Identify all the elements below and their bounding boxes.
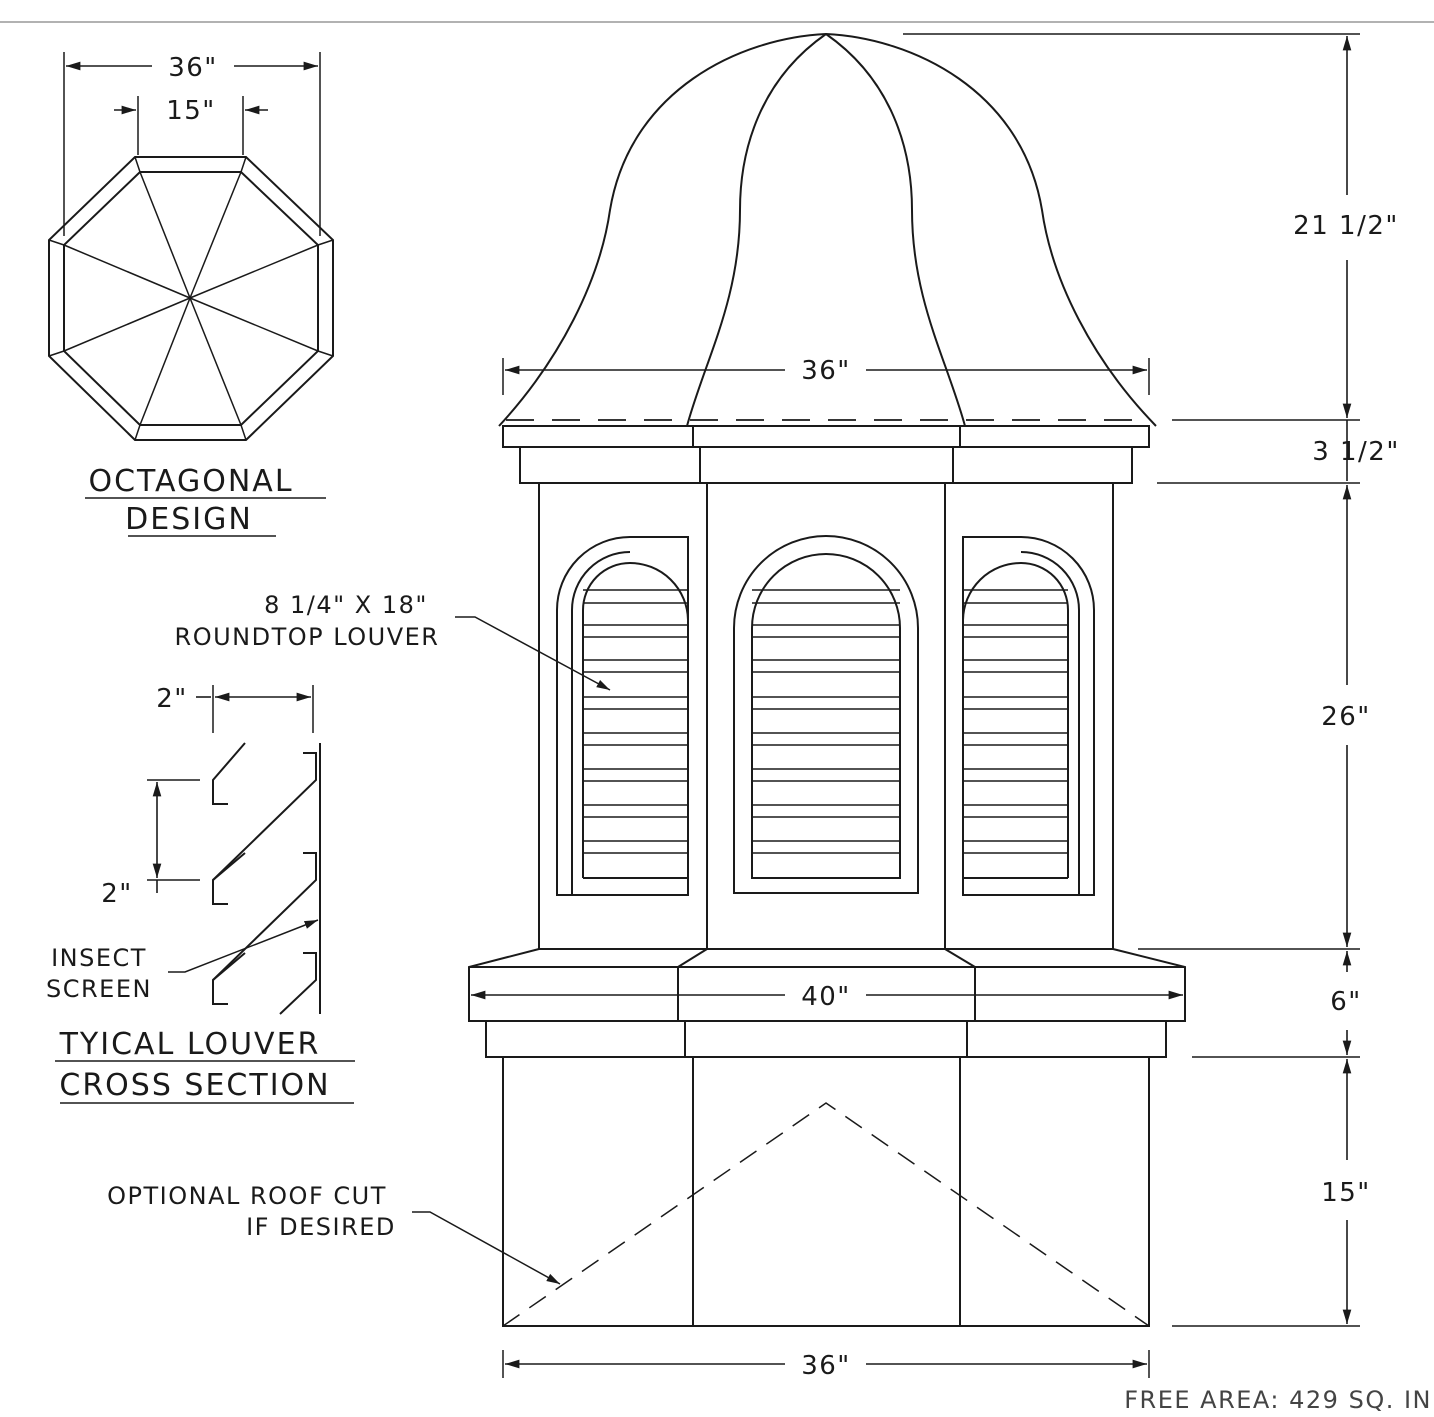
base-trim-width-dim: 40" [801,982,851,1012]
octagon-title-line2: DESIGN [125,502,253,537]
cross-section-title-line2: CROSS SECTION [59,1068,330,1103]
octagon-title-line1: OCTAGONAL [88,464,293,499]
roof-height-dim: 21 1/2" [1293,211,1399,241]
octagon-dim-inner: 15" [166,96,216,126]
free-area-note: FREE AREA: 429 SQ. IN [1124,1386,1432,1414]
louver-cross-section [147,685,321,1015]
cupola-louver-section [538,482,1114,950]
roof-cut-leader [412,1211,561,1285]
cap-height-dim: 3 1/2" [1312,437,1400,467]
cupola-base-trim [468,948,1186,1058]
louver-section-height-dim: 26" [1321,702,1371,732]
trim-height-dim: 6" [1330,987,1362,1017]
cross-section-dim-side: 2" [101,879,133,909]
base-width-dim: 36" [801,1351,851,1381]
base-height-dim: 15" [1321,1178,1371,1208]
roof-cut-line2: IF DESIRED [246,1213,396,1241]
octagon-dim-outer: 36" [168,53,218,83]
octagon-plan [48,52,334,441]
louver-left [556,536,689,896]
insect-screen-line2: SCREEN [46,975,152,1003]
louver-center [733,535,919,894]
dimension-lines [471,33,1360,1378]
roof-width-dim: 36" [801,356,851,386]
louver-note-line2: ROUNDTOP LOUVER [175,623,440,651]
louver-leader [455,616,611,691]
cross-section-title-line1: TYICAL LOUVER [59,1027,321,1062]
cupola-roof [498,32,1157,427]
roof-cut-line1: OPTIONAL ROOF CUT [107,1182,387,1210]
cupola-cap [502,425,1150,484]
louver-right [962,536,1095,896]
cross-section-dim-top: 2" [156,684,188,714]
louver-note-line1: 8 1/4" X 18" [264,591,428,619]
insect-screen-line1: INSECT [51,944,147,972]
cupola-base [502,1056,1150,1327]
